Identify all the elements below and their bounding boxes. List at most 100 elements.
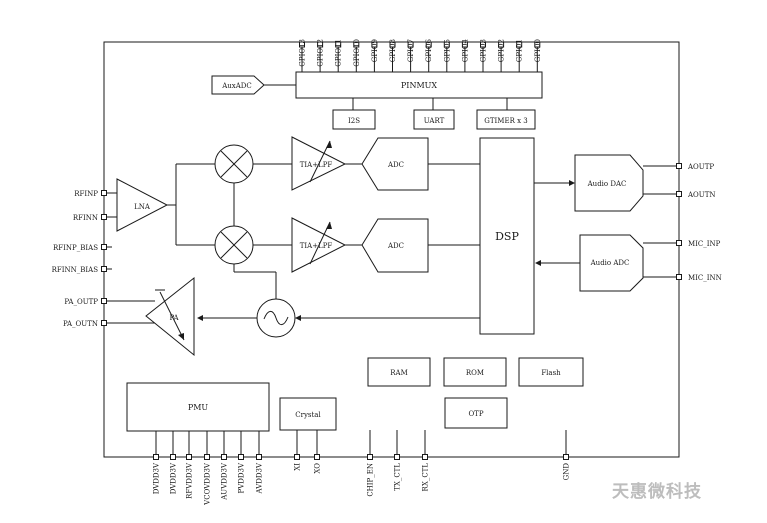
left-pin-label: RFINP_BIAS — [53, 244, 98, 252]
gpio-pin-label: GPIO9 — [371, 39, 379, 62]
gpio-pin-label: GPIO0 — [534, 39, 542, 62]
bottom-pin-pad — [238, 454, 244, 460]
bottom-pin-pad — [221, 454, 227, 460]
gpio-pin-label: GPIO2 — [498, 39, 506, 62]
gpio-pin-pad — [353, 41, 360, 48]
pmu-block — [126, 382, 270, 432]
gpio-pin-pad — [425, 41, 432, 48]
gtimer-block — [476, 109, 536, 130]
audio-adc-label: Audio ADC — [590, 259, 630, 267]
adc-dsp-arrowhead — [535, 260, 541, 266]
bottom-pin-label: RX_CTL — [422, 463, 430, 492]
right-pin-pad — [676, 240, 682, 246]
gpio-pin-label: GPIO3 — [480, 39, 488, 62]
gpio-pin-pad — [498, 41, 505, 48]
gpio-pin-label: GPIO11 — [335, 39, 343, 67]
gpio-pin-label: GPIO8 — [389, 39, 397, 62]
pinmux-block — [295, 71, 543, 99]
crystal-block — [279, 397, 337, 431]
dsp-lo-arrowhead — [295, 315, 301, 321]
bottom-pin-pad — [422, 454, 428, 460]
otp-label: OTP — [468, 410, 483, 418]
audio-dac-label: Audio DAC — [587, 180, 627, 188]
bottom-pin-pad — [204, 454, 210, 460]
audio-dac-block — [574, 154, 644, 212]
bottom-pin-pad — [563, 454, 569, 460]
left-pin-pad — [101, 320, 107, 326]
aux-adc-block — [211, 75, 265, 95]
right-pin-pad — [676, 191, 682, 197]
bottom-pin-label: TX_CTL — [394, 463, 402, 491]
bottom-pin-pad — [153, 454, 159, 460]
left-pin-pad — [101, 266, 107, 272]
adc-top-label: ADC — [387, 161, 404, 169]
gpio-pin-pad — [389, 41, 396, 48]
bottom-pin-label: DVDD3V — [153, 462, 161, 494]
pa-tune-arrow — [159, 291, 185, 341]
left-pin-pad — [101, 214, 107, 220]
gpio-pin-label: GPIO10 — [353, 39, 361, 67]
lo-pa-arrowhead — [197, 315, 203, 321]
flash-label: Flash — [541, 369, 561, 377]
lna-label: LNA — [134, 203, 151, 211]
gpio-pin-label: GPIO7 — [407, 39, 415, 62]
left-pin-label: PA_OUTP — [64, 298, 98, 306]
bottom-pin-label: GND — [563, 463, 571, 481]
bottom-pin-label: AVDD3V — [256, 462, 264, 494]
gpio-pin-pad — [480, 41, 486, 48]
lna-block — [116, 178, 169, 232]
gpio-pin-pad — [317, 41, 324, 48]
bottom-pin-pad — [256, 454, 262, 460]
dsp-dac-arrowhead — [569, 180, 575, 186]
watermark-text: 天惠微科技 — [612, 481, 702, 502]
left-pin-pad — [101, 244, 107, 250]
tia-top-tune-head — [326, 141, 332, 148]
pmu-label: PMU — [188, 403, 209, 412]
tia-lpf-bottom-label: TIA+LPF — [300, 242, 333, 250]
bottom-pin-label: VCOVDD3V — [204, 462, 212, 506]
uart-block — [413, 109, 455, 130]
ram-label: RAM — [390, 369, 408, 377]
bottom-pin-label: DVDD3V — [170, 462, 178, 494]
left-pin-pad — [101, 190, 107, 196]
rom-block — [443, 357, 507, 387]
aux-adc-label: AuxADC — [221, 82, 252, 90]
audio-adc-block — [579, 234, 644, 292]
pa-label: PA — [169, 314, 179, 322]
oscillator-wave — [263, 310, 289, 326]
gpio-pin-pad — [299, 41, 305, 48]
left-pin-label: RFINN_BIAS — [52, 266, 99, 274]
bottom-pin-pad — [394, 454, 400, 460]
i2s-block — [332, 109, 376, 130]
i2s-label: I2S — [348, 117, 360, 125]
left-pin-pad — [101, 298, 107, 304]
adc-bottom-label: ADC — [387, 242, 404, 250]
gpio-pin-pad — [461, 41, 468, 48]
otp-block — [444, 397, 508, 429]
left-pin-label: RFINN — [73, 214, 98, 222]
bottom-pin-pad — [186, 454, 192, 460]
bottom-pin-pad — [294, 454, 300, 460]
gpio-pin-group: GPIO13 GPIO12 GPIO11 GPIO10 GPIO9 GPIO8 GPIO7 G… — [299, 38, 542, 72]
bottom-pin-label: CHIP_EN — [367, 463, 375, 497]
gpio-pin-label: GPIO12 — [317, 39, 325, 67]
left-pin-group: RFINPRFINNRFINP_BIASRFINN_BIASPA_OUTPPA_… — [52, 190, 112, 328]
gpio-pin-pad — [407, 41, 414, 48]
right-pin-pad — [676, 274, 682, 280]
gpio-pin-label: GPIO13 — [299, 39, 307, 67]
mixer-bottom-cross-b — [220, 231, 248, 259]
gpio-pin-label: GPIO6 — [425, 38, 433, 62]
tia-bottom-tune-head — [326, 222, 332, 229]
left-pin-label: RFINP — [74, 190, 98, 198]
gpio-pin-pad — [516, 41, 523, 48]
gpio-pin-pad — [371, 41, 378, 48]
bottom-pin-label: PVDD3V — [238, 462, 246, 493]
gpio-pin-pad — [443, 41, 450, 48]
bottom-pin-label: XI — [294, 463, 302, 471]
uart-label: UART — [424, 117, 445, 125]
right-pin-label: AOUTP — [687, 163, 714, 171]
ram-block — [367, 357, 431, 387]
